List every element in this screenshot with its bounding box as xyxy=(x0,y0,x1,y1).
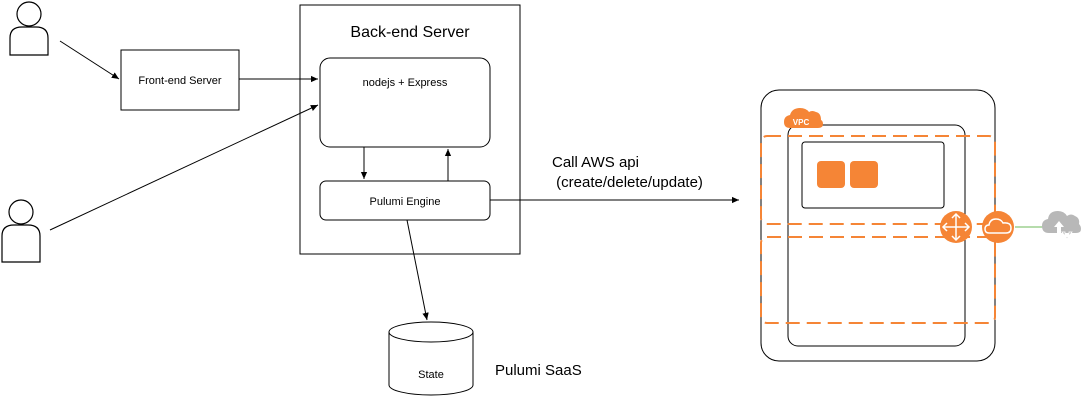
internet-gateway-icon xyxy=(982,211,1014,243)
private-subnet xyxy=(760,236,996,324)
user-icon xyxy=(9,1,49,56)
aws-call-label-line2: (create/delete/update) xyxy=(552,174,703,191)
database-icon: State xyxy=(388,321,474,396)
user-icon xyxy=(1,199,41,263)
edge-user1-frontend xyxy=(59,40,120,80)
router-icon xyxy=(940,211,972,243)
vpc-cloud-icon: VPC xyxy=(784,108,823,128)
public-subnet xyxy=(760,135,996,225)
pulumi-engine-node: Pulumi Engine xyxy=(319,180,491,221)
pulumi-engine-label: Pulumi Engine xyxy=(370,196,441,208)
frontend-server-node: Front-end Server xyxy=(120,49,240,111)
aws-call-label-line1: Call AWS api xyxy=(552,154,639,171)
nodejs-express-label: nodejs + Express xyxy=(363,77,448,89)
vpc-label: VPC xyxy=(793,118,810,127)
edge-engine-state xyxy=(406,219,429,321)
frontend-server-label: Front-end Server xyxy=(138,75,221,87)
instance-icon xyxy=(850,161,878,188)
edge-user2-backend xyxy=(49,104,319,231)
state-label: State xyxy=(418,369,444,381)
aws-region-box xyxy=(760,89,996,362)
nodejs-express-node: nodejs + Express xyxy=(319,57,491,148)
cloud-upload-download-icon xyxy=(1042,211,1081,240)
instance-icon xyxy=(817,161,845,188)
backend-server-label: Back-end Server xyxy=(350,24,470,41)
pulumi-saas-label: Pulumi SaaS xyxy=(495,362,582,379)
